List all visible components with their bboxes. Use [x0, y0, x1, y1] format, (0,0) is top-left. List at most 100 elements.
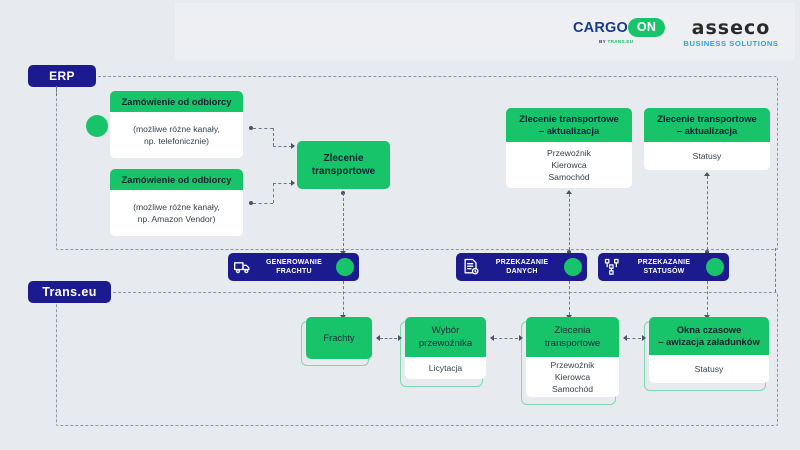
card-okna-line1: Okna czasowe [676, 324, 742, 335]
connector-line [343, 193, 344, 251]
connector-line [380, 338, 397, 339]
badge-generowanie-frachtu[interactable]: GENEROWANIE FRACHTU [228, 253, 359, 281]
asseco-logo: asseco BUSINESS SOLUTIONS [682, 17, 780, 49]
connector-line [273, 146, 292, 147]
card-update-resources-line3: Samochód [548, 172, 590, 182]
card-transport-order: Zlecenie transportowe [297, 141, 390, 189]
card-zlecenia-line2: transportowe [544, 338, 601, 349]
cargoon-badge: ON [628, 18, 665, 37]
cargoon-wordmark: CARGO [573, 20, 628, 36]
badge-status-dot [706, 258, 724, 276]
connector-arrow [398, 335, 402, 341]
card-frachty: Frachty [306, 317, 372, 359]
card-order-phone-line2: np. telefonicznie) [144, 136, 209, 146]
card-order-vendor-line1: (możliwe różne kanały, [133, 202, 220, 212]
badge-line2: DANYCH [506, 268, 538, 275]
badge-line1: GENEROWANIE [265, 258, 323, 266]
truck-icon [234, 262, 250, 274]
badge-status-dot [564, 258, 582, 276]
card-transport-order-header: Zlecenie transportowe [297, 141, 390, 189]
badge-status-dot [336, 258, 354, 276]
badge-line2: FRACHTU [276, 268, 312, 275]
zone-connector-line [56, 86, 57, 96]
connector-line [494, 338, 518, 339]
card-update-status-head1: Zlecenie transportowe [657, 113, 757, 124]
connector-dot [249, 201, 253, 205]
card-order-vendor-header: Zamówienie od odbiorcy [110, 169, 243, 190]
erp-source-dot [86, 115, 108, 137]
transeu-zone-boundary [56, 292, 778, 426]
card-wybor-line1: Wybór [431, 325, 460, 336]
cargoon-logo: CARGO ON BY TRANS.EU [573, 18, 665, 48]
connector-line [627, 338, 641, 339]
connector-arrow [519, 335, 523, 341]
card-zlecenia-transportowe-header: Zlecenia transportowe [526, 317, 619, 357]
card-okna-czasowe-body: Statusy [649, 355, 769, 383]
card-zlecenia-body-line3: Samochód [551, 384, 594, 394]
badge-przekazanie-statusow[interactable]: PRZEKAZANIE STATUSÓW [598, 253, 729, 281]
badge-przekazanie-danych[interactable]: PRZEKAZANIE DANYCH [456, 253, 587, 281]
connector-arrow [623, 335, 627, 341]
card-zlecenia-line1: Zlecenia [554, 325, 591, 336]
card-update-status-head2: – aktualizacja [676, 125, 738, 136]
document-data-icon [464, 258, 479, 275]
card-okna-body-line1: Statusy [694, 364, 724, 374]
connector-line [253, 203, 273, 204]
asseco-wordmark: asseco [691, 17, 771, 39]
card-update-resources: Zlecenie transportowe – aktualizacja Prz… [506, 108, 632, 188]
card-update-resources-header: Zlecenie transportowe – aktualizacja [506, 108, 632, 142]
card-update-resources-line2: Kierowca [551, 160, 587, 170]
connector-line [569, 194, 570, 250]
card-order-vendor-line2: np. Amazon Vendor) [137, 214, 216, 224]
card-zlecenia-transportowe: Zlecenia transportowe Przewoźnik Kierowc… [526, 317, 619, 397]
connector-line [273, 183, 292, 184]
connector-line [569, 281, 570, 315]
card-update-resources-head1: Zlecenie transportowe [519, 113, 619, 124]
cargoon-sub-by: BY [599, 39, 608, 44]
connector-line [707, 281, 708, 315]
connector-arrow [642, 335, 646, 341]
card-wybor-przewoznika-header: Wybór przewoźnika [405, 317, 486, 357]
connector-dot [249, 126, 253, 130]
erp-zone-label: ERP [28, 65, 96, 87]
zone-connector-line [775, 248, 776, 292]
connector-arrow [490, 335, 494, 341]
card-update-resources-head2: – aktualizacja [538, 125, 600, 136]
card-okna-czasowe-header: Okna czasowe – awizacja załadunków [649, 317, 769, 355]
card-wybor-body-line1: Licytacja [428, 363, 463, 373]
card-okna-czasowe: Okna czasowe – awizacja załadunków Statu… [649, 317, 769, 383]
card-update-resources-line1: Przewoźnik [547, 148, 591, 158]
connector-arrow [566, 190, 572, 194]
badge-line1: PRZEKAZANIE [637, 258, 691, 266]
card-order-vendor-body: (możliwe różne kanały, np. Amazon Vendor… [110, 190, 243, 236]
cargoon-sub-brand: TRANS.EU [607, 39, 634, 44]
badge-line1: PRZEKAZANIE [495, 258, 549, 266]
header-panel [175, 3, 795, 60]
badge-generowanie-frachtu-label: GENEROWANIE FRACHTU [256, 258, 332, 277]
card-order-phone-header: Zamówienie od odbiorcy [110, 91, 243, 112]
card-update-status-header: Zlecenie transportowe – aktualizacja [644, 108, 770, 142]
card-wybor-line2: przewoźnika [418, 338, 473, 349]
card-transport-order-line2: transportowe [311, 166, 376, 177]
card-zlecenia-body-line1: Przewoźnik [550, 360, 595, 370]
connector-line [253, 128, 273, 129]
card-transport-order-line1: Zlecenie [323, 153, 364, 164]
connector-line [707, 176, 708, 250]
nodes-status-icon [604, 258, 619, 275]
connector-arrow [376, 335, 380, 341]
card-order-phone: Zamówienie od odbiorcy (możliwe różne ka… [110, 91, 243, 158]
card-frachty-header: Frachty [306, 317, 372, 359]
card-update-resources-body: Przewoźnik Kierowca Samochód [506, 142, 632, 188]
connector-line [273, 183, 274, 203]
connector-arrow [291, 143, 295, 149]
badge-przekazanie-danych-label: PRZEKAZANIE DANYCH [484, 258, 560, 277]
card-wybor-przewoznika: Wybór przewoźnika Licytacja [405, 317, 486, 379]
connector-dot [705, 250, 709, 254]
badge-przekazanie-statusow-label: PRZEKAZANIE STATUSÓW [626, 258, 702, 277]
cargoon-subtitle: BY TRANS.EU [599, 39, 633, 44]
card-wybor-przewoznika-body: Licytacja [405, 357, 486, 379]
connector-dot [567, 250, 571, 254]
connector-line [273, 128, 274, 146]
card-zlecenia-body-line2: Kierowca [554, 372, 591, 382]
